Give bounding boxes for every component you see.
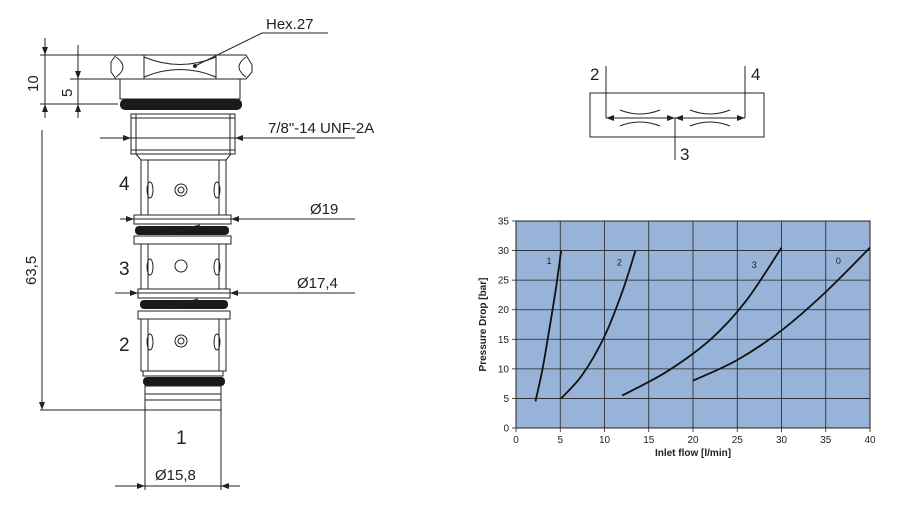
diameter-19-label: Ø19 bbox=[310, 201, 338, 218]
chart-curves bbox=[534, 246, 871, 402]
schematic-box bbox=[589, 92, 765, 138]
x-axis-ticks: 0 5 10 15 20 25 30 35 40 bbox=[513, 428, 876, 446]
x-axis-label: Inlet flow [l/min] bbox=[655, 448, 731, 459]
schematic-port-4: 4 bbox=[751, 65, 760, 84]
hex-nut bbox=[110, 54, 253, 80]
y-tick-label: 0 bbox=[503, 424, 509, 435]
dimension-10-label: 10 bbox=[25, 75, 42, 92]
port-1-label: 1 bbox=[176, 428, 187, 449]
curve-2 bbox=[560, 250, 637, 400]
dimension-5-label: 5 bbox=[59, 89, 76, 97]
diameter-17-4-label: Ø17,4 bbox=[297, 275, 338, 292]
port-2-label: 2 bbox=[119, 335, 130, 356]
head-o-ring bbox=[120, 99, 242, 110]
port-3-label: 3 bbox=[119, 259, 130, 280]
curve-3 bbox=[621, 247, 783, 397]
x-tick-label: 30 bbox=[776, 435, 788, 446]
y-tick-label: 35 bbox=[498, 217, 510, 228]
y-axis-label: Pressure Drop [bar] bbox=[478, 278, 489, 372]
cartridge-valve-drawing bbox=[39, 32, 355, 490]
y-tick-label: 10 bbox=[498, 364, 510, 375]
port-3-section bbox=[140, 243, 227, 290]
port-4-section bbox=[140, 159, 227, 216]
y-tick-label: 15 bbox=[498, 335, 510, 346]
x-tick-label: 35 bbox=[820, 435, 832, 446]
valve-head-body bbox=[119, 78, 241, 100]
port-2-section bbox=[140, 318, 227, 372]
curve-label-1: 1 bbox=[546, 256, 551, 266]
schematic-port-2: 2 bbox=[590, 65, 599, 84]
thread-section bbox=[130, 113, 236, 155]
x-tick-label: 25 bbox=[732, 435, 744, 446]
hydraulic-schematic bbox=[589, 66, 765, 160]
curve-0 bbox=[692, 246, 871, 382]
hex-label: Hex.27 bbox=[266, 16, 314, 33]
y-tick-label: 30 bbox=[498, 246, 510, 257]
throttle-right-symbol bbox=[689, 109, 731, 115]
o-ring-3 bbox=[143, 377, 225, 386]
curve-label-0: 0 bbox=[836, 256, 841, 266]
x-tick-label: 10 bbox=[599, 435, 611, 446]
x-tick-label: 0 bbox=[513, 435, 519, 446]
o-ring-2 bbox=[140, 300, 228, 309]
x-tick-label: 20 bbox=[687, 435, 699, 446]
x-tick-label: 40 bbox=[864, 435, 876, 446]
curve-label-3: 3 bbox=[752, 260, 757, 270]
dimension-63-5-label: 63,5 bbox=[23, 256, 40, 285]
valve-tip bbox=[144, 385, 222, 411]
o-ring-1 bbox=[135, 226, 229, 235]
y-tick-label: 20 bbox=[498, 305, 510, 316]
port-4-label: 4 bbox=[119, 174, 130, 195]
chart-curve-labels: 1 2 3 0 bbox=[546, 256, 840, 270]
chart-grid bbox=[515, 220, 871, 429]
thread-label: 7/8"-14 UNF-2A bbox=[268, 120, 374, 137]
schematic-port-3: 3 bbox=[680, 145, 689, 164]
x-tick-label: 15 bbox=[643, 435, 655, 446]
y-axis-ticks: 0 5 10 15 20 25 30 35 bbox=[498, 217, 516, 435]
y-tick-label: 5 bbox=[503, 394, 509, 405]
diameter-15-8-label: Ø15,8 bbox=[155, 467, 196, 484]
y-tick-label: 25 bbox=[498, 276, 510, 287]
throttle-left-symbol bbox=[619, 109, 661, 115]
curve-1 bbox=[534, 250, 563, 402]
curve-label-2: 2 bbox=[617, 257, 622, 267]
x-tick-label: 5 bbox=[557, 435, 563, 446]
